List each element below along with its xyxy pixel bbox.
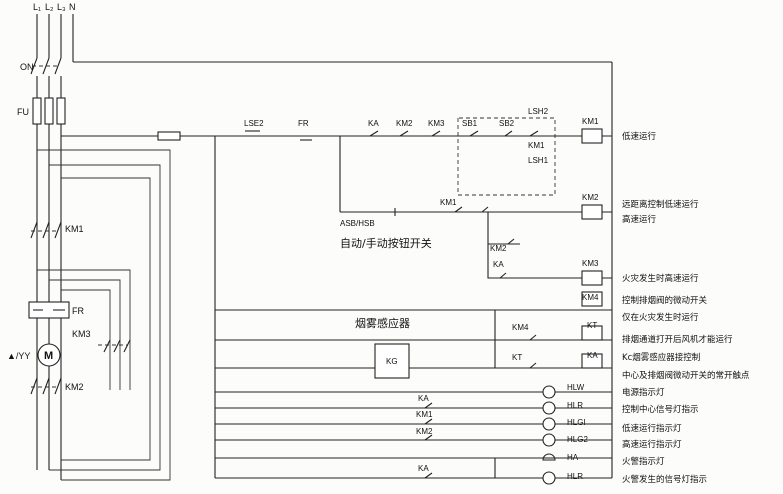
phase-label-l3: L₃ [57,2,66,12]
coil-desc-kt: 排烟通道打开后风机才能运行 [622,334,733,345]
km3-main-label: KM3 [72,329,91,339]
coil-desc-km4-a: 控制排烟阀的微动开关 [622,295,708,306]
label-km2-l: KM2 [416,427,433,436]
coil-tag-ka: KA [587,351,598,360]
label-km2: KM2 [396,119,413,128]
label-km1-aux: KM1 [528,141,545,150]
motor-connection-label: ▲/YY [7,351,30,361]
label-kt-c: KT [512,353,522,362]
coil-desc-km2-b: 高速运行 [622,214,657,225]
lamp-tag-hlg1: HLGI [567,418,586,427]
coil-desc-ka-a: Kc烟雾感应器接控制 [622,352,700,363]
km2-main-label: KM2 [65,382,84,392]
label-sb2: SB2 [499,119,515,128]
label-ka-l1: KA [418,394,429,403]
coil-desc-km2-a: 远距离控制低速运行 [622,199,699,210]
coil-desc-ka-b: 中心及排烟阀微动开关的常开触点 [622,370,750,381]
lamp-desc-hlw: 电源指示灯 [622,387,665,398]
label-km3: KM3 [428,119,445,128]
lamp-desc-hlr: 控制中心信号灯指示 [622,404,699,415]
label-ka-l2: KA [418,464,429,473]
sensor-box-label: KG [386,357,398,366]
coil-tag-kt: KT [587,321,597,330]
coil-km1 [581,128,603,144]
label-sb1: SB1 [462,119,478,128]
lamp-tag-ha: HA [567,453,579,462]
phase-label-l1: L₁ [33,2,41,12]
km1-main-contacts [30,221,62,239]
coil-km2 [581,204,603,220]
sensor-box-kg [374,343,410,379]
km1-main-label: KM1 [65,224,84,234]
fuse-label: FU [17,107,29,117]
lamp-tag-hlr-2: HLR [567,472,583,481]
switch-caption: 自动/手动按钮开关 [340,236,432,250]
lamp-desc-hlg1: 低速运行指示灯 [622,423,682,434]
coil-tag-km1: KM1 [582,117,599,126]
lamp-desc-hlg2: 高速运行指示灯 [622,439,682,450]
coil-kt [581,325,603,341]
lamp-desc-ha: 火警指示灯 [622,456,665,467]
coil-desc-km4-b: 仅在火灾发生时运行 [622,312,699,323]
motor-symbol: M [44,350,53,362]
thermal-relay [28,301,70,319]
relay-label: FR [72,306,84,316]
label-ka-c: KA [493,260,504,269]
coil-desc-km1: 低速运行 [622,131,657,142]
label-km1-b: KM1 [440,198,457,207]
coil-km4 [581,291,603,307]
coil-tag-km3: KM3 [582,259,599,268]
label-km1-l: KM1 [416,410,433,419]
sensor-caption: 烟雾感应器 [355,316,410,330]
coil-ka [581,353,603,369]
label-km2-c: KM2 [490,244,507,253]
loop-wiring [37,149,171,481]
lamp-tag-hlw: HLW [567,383,585,392]
label-lse2: LSE2 [244,119,264,128]
label-km4-c: KM4 [512,323,529,332]
coil-tag-km2: KM2 [582,193,599,202]
label-ka: KA [368,119,379,128]
phase-label-n: N [69,2,76,12]
supply-lines [36,14,613,478]
motor: M [37,343,61,367]
label-asb-hsb: ASB/HSB [340,219,375,228]
label-fr: FR [298,119,309,128]
main-breaker [30,57,62,98]
breaker-label: ON [20,62,34,72]
km2-main-contacts [30,377,62,395]
indicator-lamps [542,385,556,485]
coil-km3 [581,270,603,286]
phase-label-l2: L₂ [45,2,54,12]
coil-tag-km4: KM4 [582,293,599,302]
label-lsh1: LSH1 [528,156,549,165]
lamp-tag-hlg2: HLG2 [567,435,588,444]
label-lsh2: LSH2 [528,107,549,116]
lamp-desc-hlr-2: 火警发生的信号灯指示 [622,474,707,485]
lamp-tag-hlr: HLR [567,401,583,410]
coil-desc-km3: 火灾发生时高速运行 [622,273,699,284]
